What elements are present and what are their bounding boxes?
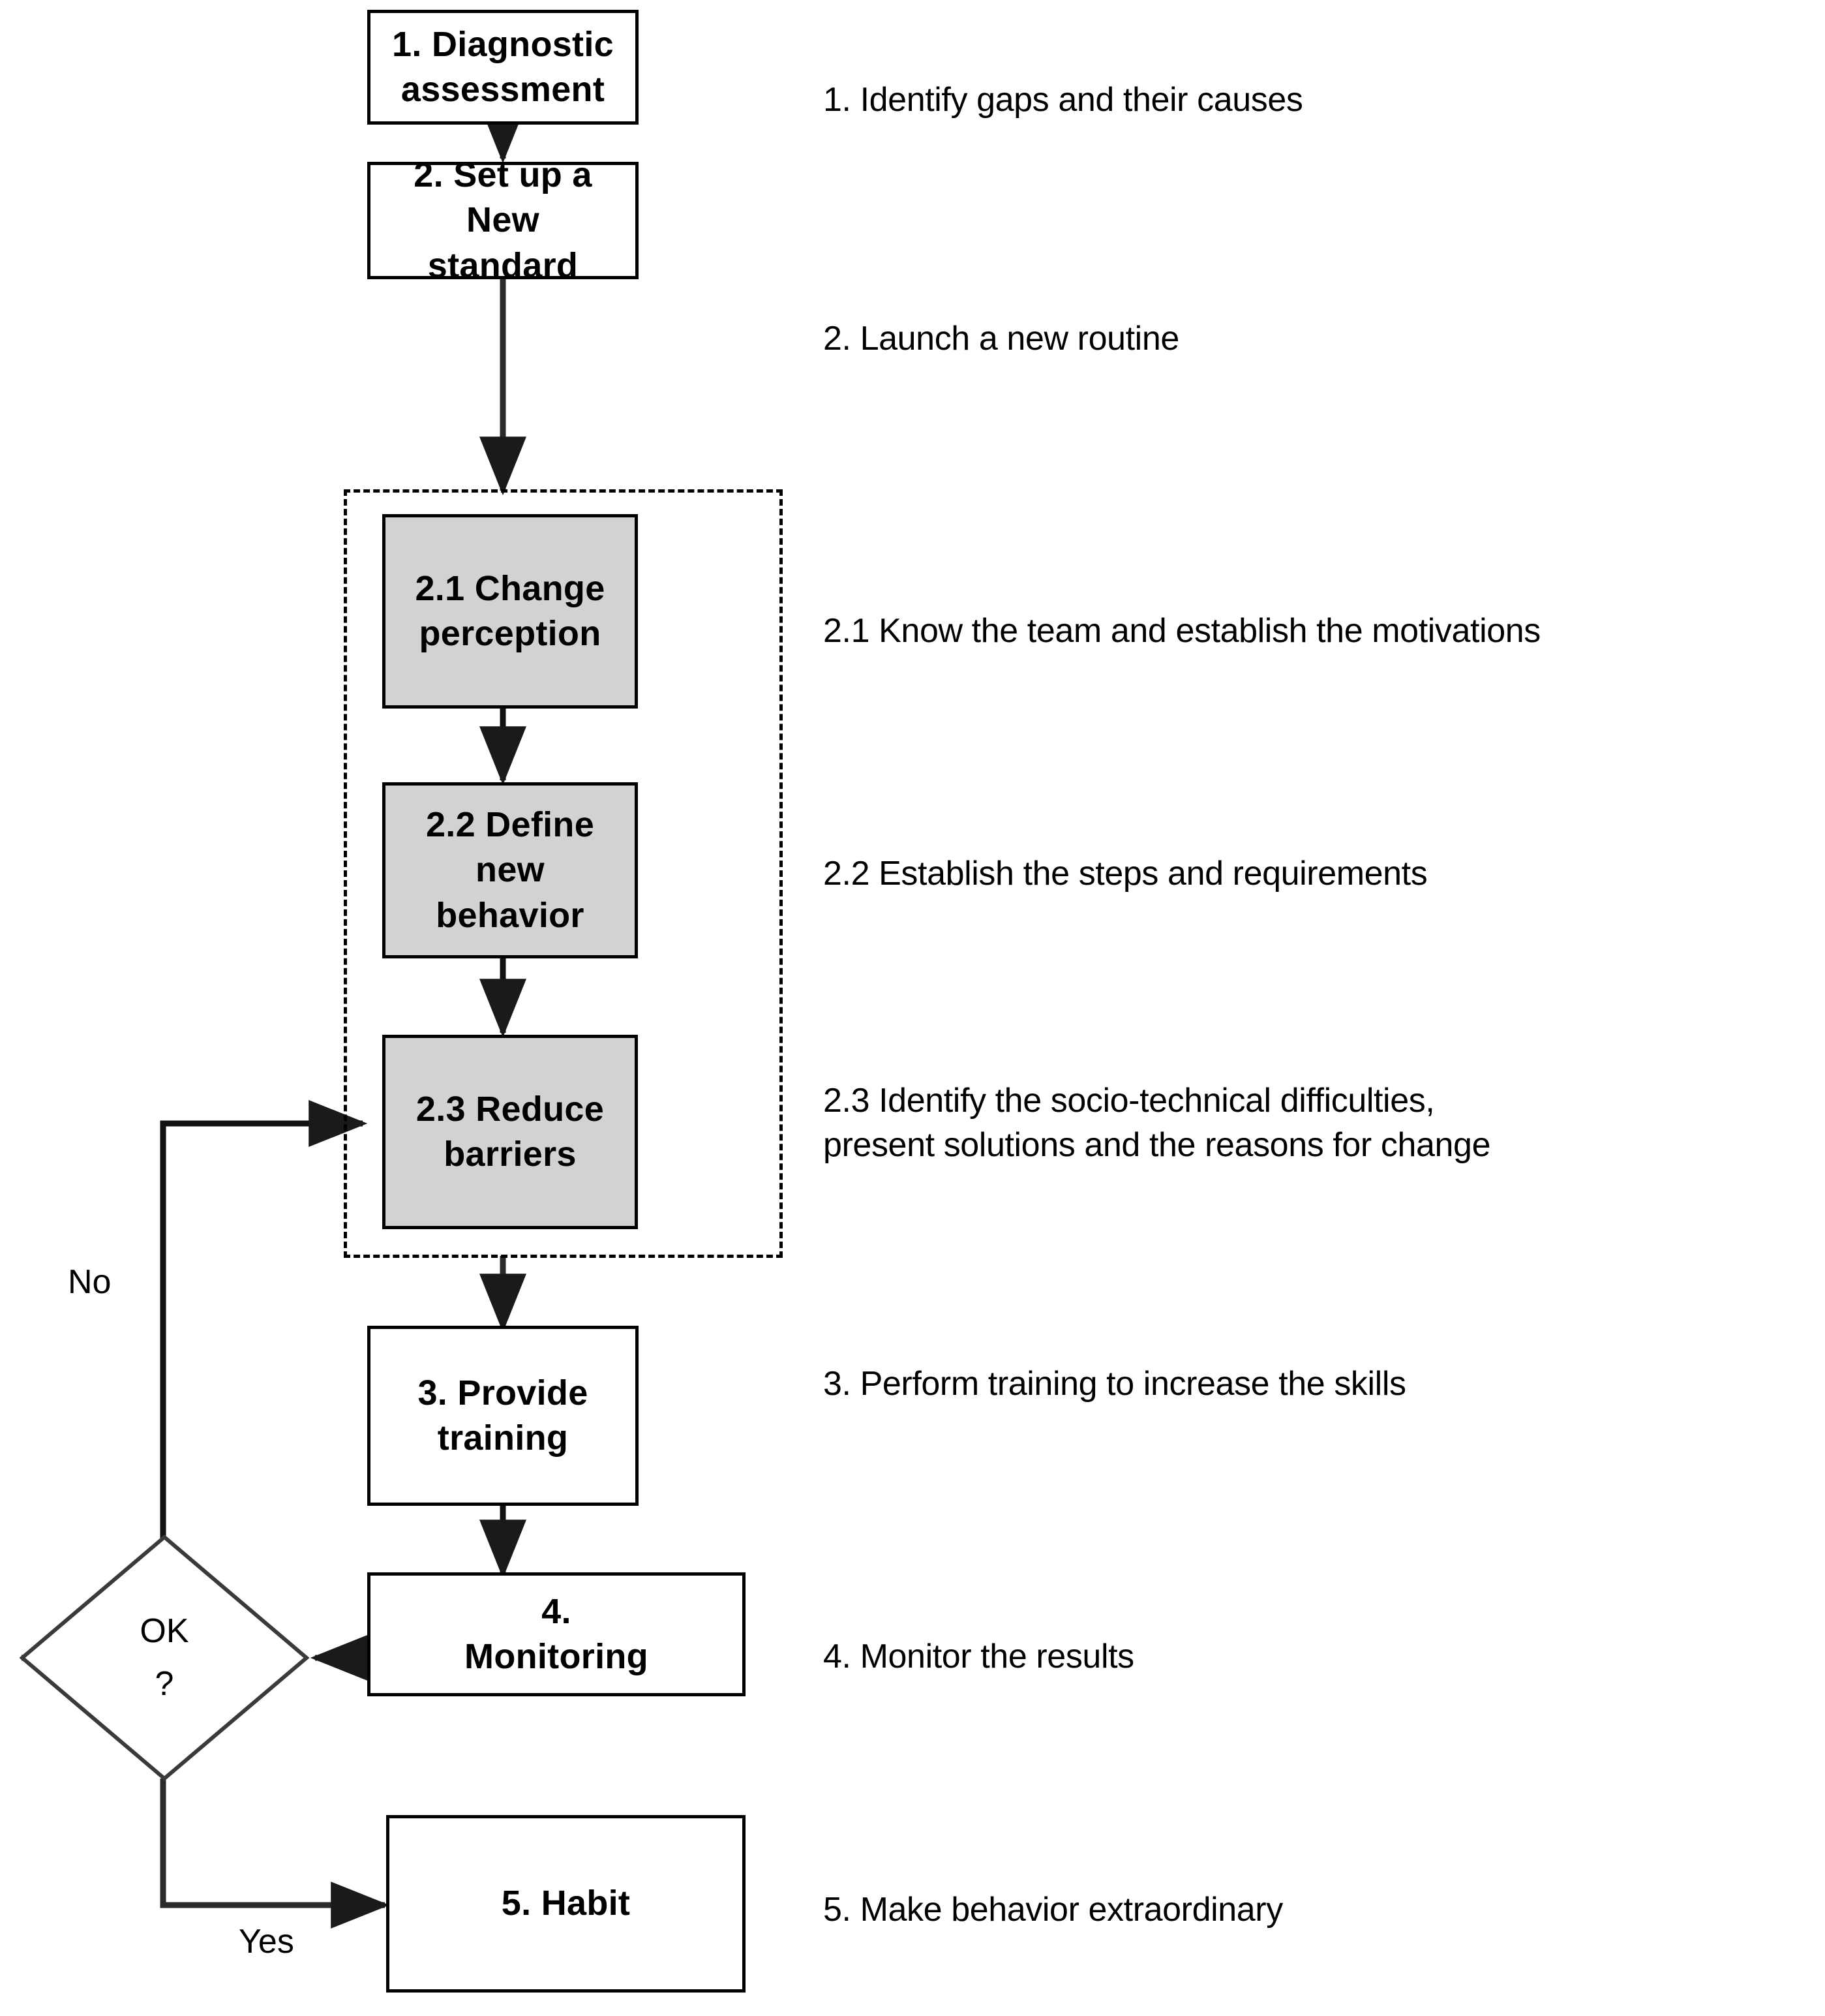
node-step4-line-2: Monitoring (464, 1637, 648, 1676)
group-set-new-standard (344, 489, 783, 1258)
edge-label-no: No (68, 1263, 112, 1301)
node-step3-line-2: training (437, 1418, 569, 1458)
node-step5-line-1: 5. Habit (501, 1884, 631, 1923)
description-step2: 2. Launch a new routine (823, 320, 1179, 358)
node-step3[interactable]: 3. Provide training (367, 1326, 639, 1506)
edge-decision-yes-to-step5 (160, 1779, 390, 1929)
node-step1-line-1: 1. Diagnostic (392, 24, 614, 64)
decision-ok-label: OK (140, 1612, 189, 1651)
description-step2-1: 2.1 Know the team and establish the moti… (823, 612, 1541, 650)
node-step2-line-1: 2. Set up a (414, 155, 592, 195)
node-step3-line-1: 3. Provide (417, 1373, 588, 1413)
description-step4: 4. Monitor the results (823, 1638, 1134, 1675)
node-step2-3[interactable]: 2.3 Reduce barriers (382, 1035, 638, 1229)
node-step4-line-1: 4. (541, 1591, 571, 1631)
node-step2-line-3: standard (427, 245, 579, 285)
edge-label-yes: Yes (239, 1923, 294, 1961)
node-step5[interactable]: 5. Habit (386, 1815, 746, 1993)
description-step3: 3. Perform training to increase the skil… (823, 1365, 1406, 1403)
node-step2-2[interactable]: 2.2 Define new behavior (382, 782, 638, 958)
node-step1-line-2: assessment (400, 70, 605, 109)
node-step2-2-line-1: 2.2 Define (425, 805, 595, 845)
node-step2-3-line-1: 2.3 Reduce (415, 1089, 605, 1129)
node-step2-3-line-2: barriers (444, 1135, 577, 1174)
description-step2-2: 2.2 Establish the steps and requirements (823, 855, 1428, 893)
decision-ok-question-mark: ? (155, 1665, 174, 1703)
description-step1: 1. Identify gaps and their causes (823, 81, 1303, 119)
decision-ok[interactable]: OK ? (20, 1535, 309, 1781)
node-step2-line-2: New (466, 200, 539, 240)
node-step2-2-line-3: behavior (436, 895, 584, 935)
description-step5: 5. Make behavior extraordinary (823, 1891, 1283, 1929)
node-step1[interactable]: 1. Diagnostic assessment (367, 10, 639, 125)
node-step4[interactable]: 4. Monitoring (367, 1572, 746, 1696)
node-step2-1-line-1: 2.1 Change (415, 568, 605, 608)
description-step2-3: 2.3 Identify the socio-technical difficu… (823, 1082, 1491, 1164)
node-step2-1-line-2: perception (419, 614, 601, 653)
node-step2-1[interactable]: 2.1 Change perception (382, 514, 638, 709)
node-step2[interactable]: 2. Set up a New standard (367, 155, 639, 285)
node-step2-2-line-2: new (475, 850, 545, 890)
